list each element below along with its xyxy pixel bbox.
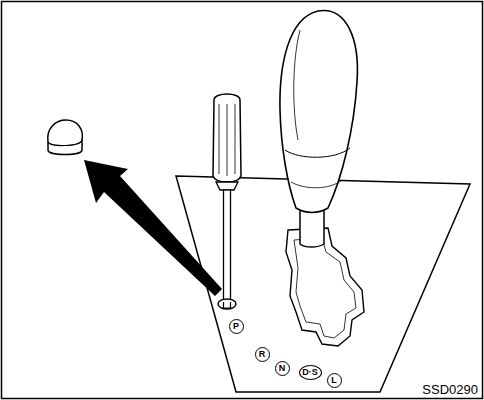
shift-knob — [280, 11, 357, 213]
removal-arrow — [84, 160, 222, 296]
knob-edge — [291, 180, 342, 188]
gear-letter: L — [331, 376, 337, 385]
knob-highlight — [294, 30, 300, 140]
gear-position-circle: R — [255, 347, 270, 362]
gate-slot-inner — [294, 238, 356, 338]
gear-position-circle: D·S — [299, 365, 322, 380]
gear-position-circle: L — [327, 373, 342, 388]
knob-edge — [285, 148, 350, 157]
gear-letter: N — [279, 364, 286, 373]
handle-groove — [227, 104, 228, 176]
gear-letter: P — [233, 322, 239, 331]
handle-groove — [235, 104, 236, 174]
cover-cap — [48, 120, 83, 155]
gear-position-circle: N — [275, 361, 290, 376]
release-hole — [218, 299, 236, 309]
cap-edge — [48, 140, 82, 146]
screwdriver-tip — [224, 302, 231, 308]
gear-position-circle: P — [229, 319, 244, 334]
figure-code: SSD0290 — [422, 382, 478, 397]
gear-letter: D·S — [302, 368, 318, 377]
gear-letter: R — [259, 350, 266, 359]
screwdriver-handle — [213, 94, 241, 182]
handle-groove — [219, 104, 220, 174]
gate-slot — [286, 228, 364, 346]
screwdriver-shaft — [224, 190, 231, 302]
screwdriver-ferrule — [216, 182, 238, 190]
